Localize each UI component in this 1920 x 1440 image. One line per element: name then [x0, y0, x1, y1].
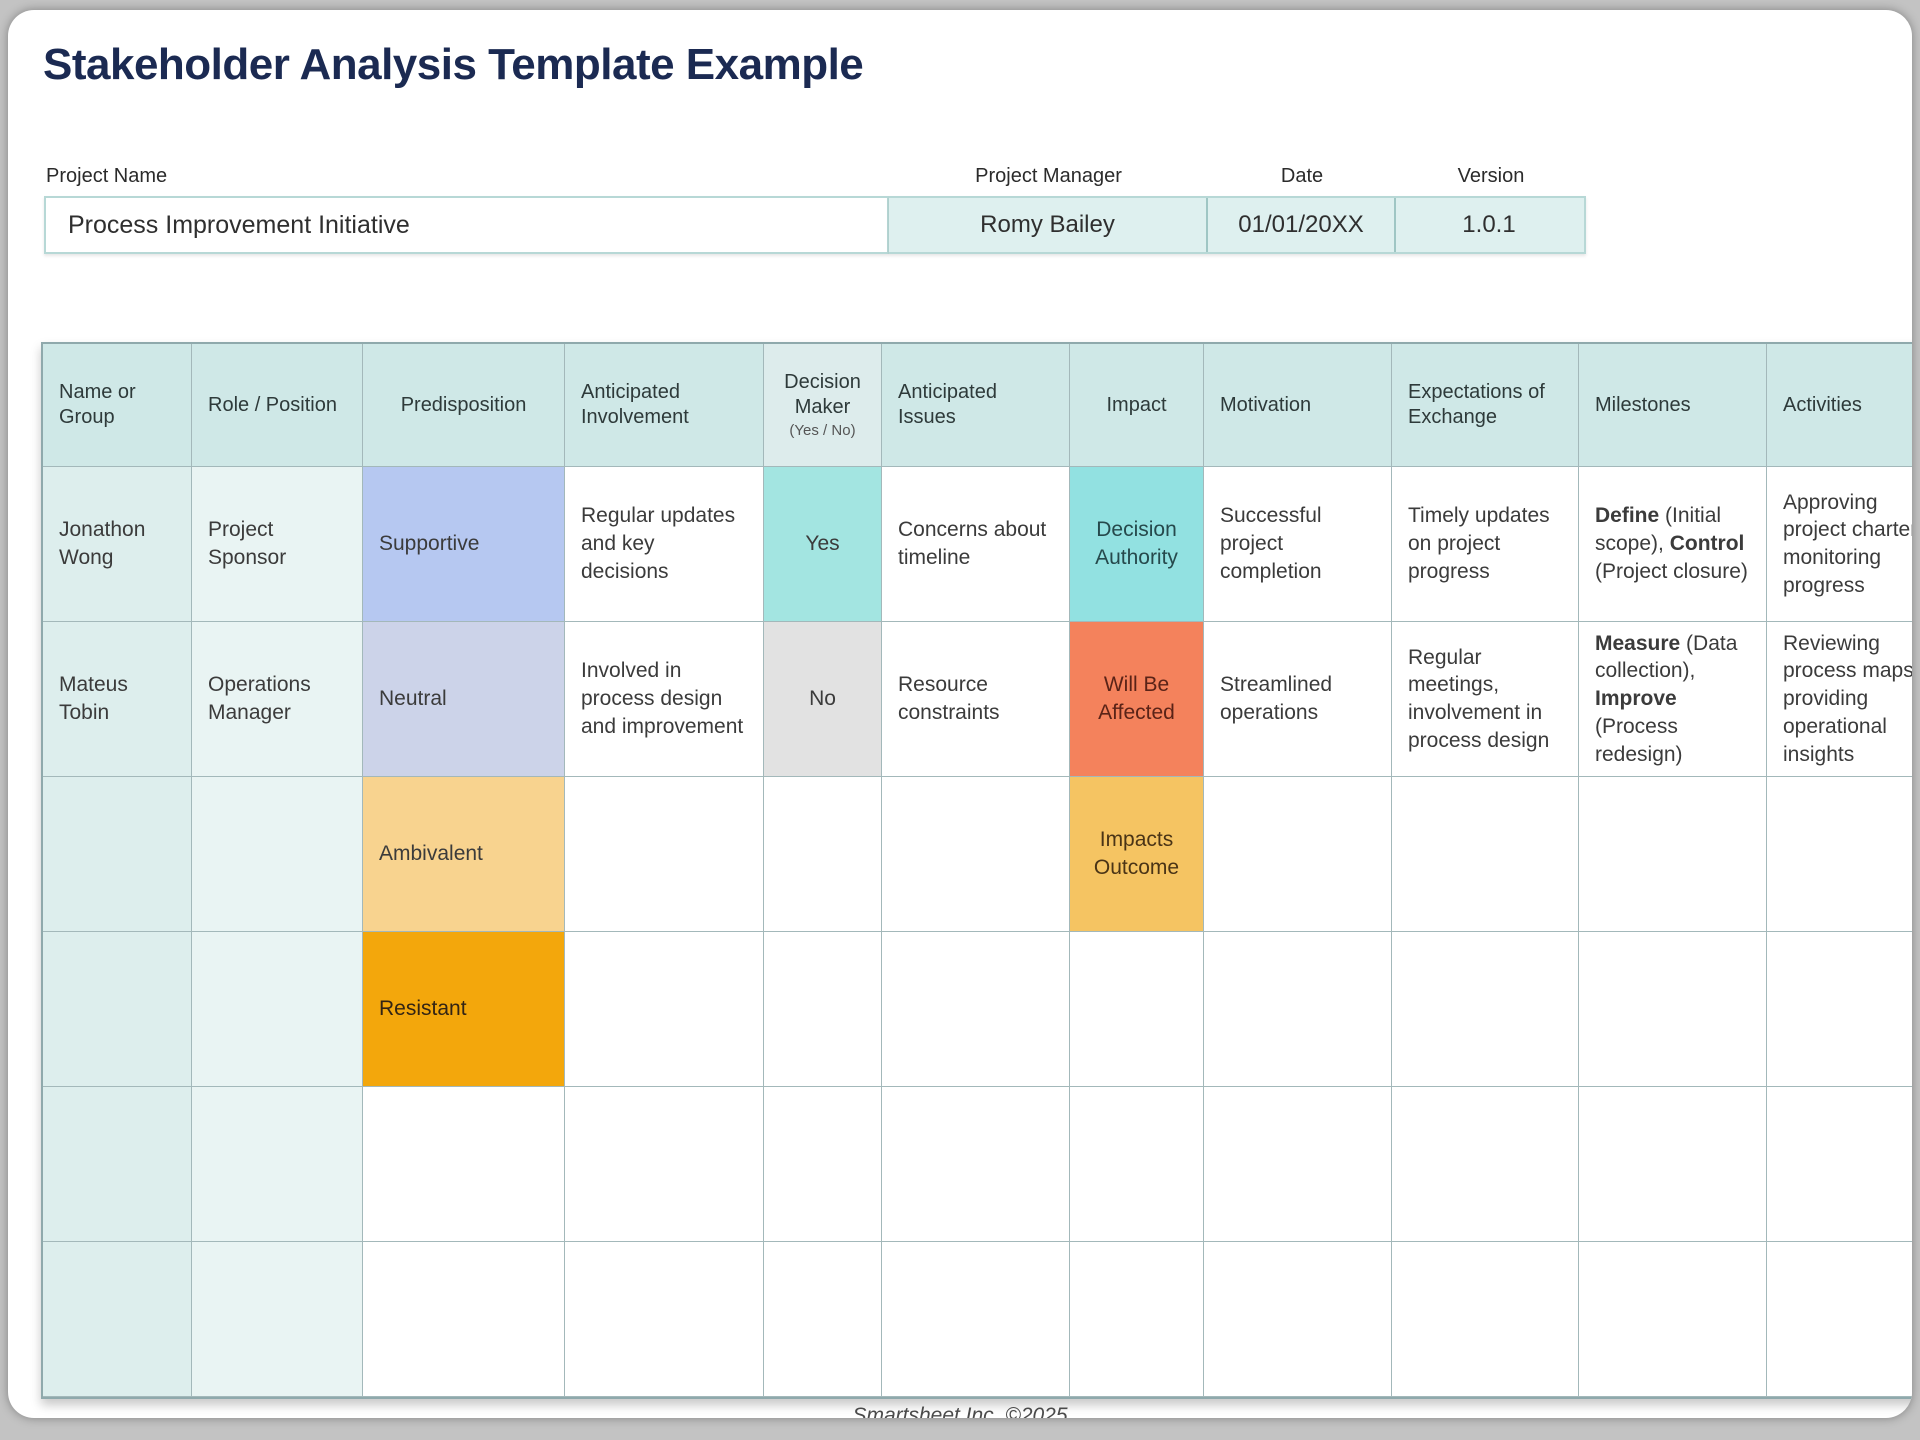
table-cell: Mateus Tobin: [43, 622, 192, 777]
table-cell: [882, 777, 1070, 932]
table-cell: [1767, 1242, 1912, 1397]
table-row: Ambivalent Impacts Outcome: [43, 777, 1912, 932]
table-cell: [1204, 777, 1392, 932]
table-cell: [43, 1242, 192, 1397]
table-cell: Decision Authority: [1070, 467, 1204, 622]
table-cell: [192, 777, 363, 932]
table-cell: [1579, 1242, 1767, 1397]
table-cell: [1392, 1242, 1579, 1397]
table-cell: Measure (Data collection), Improve (Proc…: [1579, 622, 1767, 777]
table-cell: [1392, 777, 1579, 932]
table-cell: [363, 1242, 565, 1397]
table-cell: [192, 932, 363, 1087]
table-cell: [882, 932, 1070, 1087]
table-cell: No: [764, 622, 882, 777]
header-cell: Impact: [1070, 344, 1204, 467]
version-field: 1.0.1: [1394, 198, 1582, 252]
table-cell: Approving project charter, monitoring pr…: [1767, 467, 1912, 622]
project-manager-label: Project Manager: [975, 165, 1122, 187]
table-cell: Operations Manager: [192, 622, 363, 777]
project-manager-field: Romy Bailey: [980, 211, 1115, 238]
table-cell: Yes: [764, 467, 882, 622]
date-label: Date: [1280, 165, 1324, 187]
table-cell: Regular meetings, involvement in process…: [1392, 622, 1579, 777]
table-cell: [882, 1087, 1070, 1242]
table-cell: [1204, 932, 1392, 1087]
table-cell: Neutral: [363, 622, 565, 777]
table-cell: [764, 1087, 882, 1242]
header-cell: Anticipated Involvement: [565, 344, 764, 467]
table-cell: Resistant: [363, 932, 565, 1087]
table-cell: [1392, 1087, 1579, 1242]
table-cell: [565, 1242, 764, 1397]
table-cell: [565, 932, 764, 1087]
table-cell: Reviewing process maps providing operati…: [1767, 622, 1912, 777]
table-cell: [1070, 1242, 1204, 1397]
date-field: 01/01/20XX: [1206, 198, 1394, 252]
table-cell: Regular updates and key decisions: [565, 467, 764, 622]
table-cell: [1579, 1087, 1767, 1242]
table-cell: [1767, 777, 1912, 932]
table-row: [43, 1087, 1912, 1242]
table-cell: Will Be Affected: [1070, 622, 1204, 777]
table-cell: [1070, 1087, 1204, 1242]
project-info-strip: Romy Bailey 01/01/20XX 1.0.1: [889, 196, 1586, 254]
header-cell: Activities: [1767, 344, 1912, 467]
table-cell: Involved in process design and improveme…: [565, 622, 764, 777]
table-cell: [1070, 932, 1204, 1087]
header-cell: Anticipated Issues: [882, 344, 1070, 467]
table-cell: [764, 932, 882, 1087]
table-cell: Concerns about timeline: [882, 467, 1070, 622]
table-cell: Streamlined operations: [1204, 622, 1392, 777]
table-cell: [1767, 932, 1912, 1087]
table-cell: [43, 1087, 192, 1242]
table-cell: [1767, 1087, 1912, 1242]
table-cell: [882, 1242, 1070, 1397]
table-cell: [192, 1087, 363, 1242]
table-cell: Resource constraints: [882, 622, 1070, 777]
header-cell: Name or Group: [43, 344, 192, 467]
table-cell: [565, 1087, 764, 1242]
table-cell: Jonathon Wong: [43, 467, 192, 622]
project-name-field: Process Improvement Initiative: [44, 196, 889, 254]
table-cell: [43, 777, 192, 932]
table-cell: Supportive: [363, 467, 565, 622]
table-cell: [43, 932, 192, 1087]
header-cell: Expectations of Exchange: [1392, 344, 1579, 467]
header-cell: Motivation: [1204, 344, 1392, 467]
table-cell: [565, 777, 764, 932]
table-cell: [1579, 777, 1767, 932]
table-cell: Impacts Outcome: [1070, 777, 1204, 932]
table-cell: [1204, 1087, 1392, 1242]
table-row: Resistant: [43, 932, 1912, 1087]
template-card: Stakeholder Analysis Template Example Pr…: [8, 10, 1912, 1418]
project-name-label: Project Name: [46, 165, 168, 187]
table-cell: Timely updates on project progress: [1392, 467, 1579, 622]
table-cell: [192, 1242, 363, 1397]
table-cell: [1579, 932, 1767, 1087]
table-cell: Ambivalent: [363, 777, 565, 932]
header-cell: Predisposition: [363, 344, 565, 467]
table-cell: Successful project completion: [1204, 467, 1392, 622]
table-cell: [1392, 932, 1579, 1087]
version-label: Version: [1457, 165, 1525, 187]
table-cell: [1204, 1242, 1392, 1397]
table-cell: Define (Initial scope), Control (Project…: [1579, 467, 1767, 622]
table-cell: Project Sponsor: [192, 467, 363, 622]
table-cell: [764, 1242, 882, 1397]
table-row: [43, 1242, 1912, 1397]
page-title: Stakeholder Analysis Template Example: [43, 40, 864, 89]
header-cell: Milestones: [1579, 344, 1767, 467]
table-cell: [764, 777, 882, 932]
footer-credit: Smartsheet Inc. ©2025: [852, 1404, 1068, 1418]
table-cell: [363, 1087, 565, 1242]
header-cell: Decision Maker(Yes / No): [764, 344, 882, 467]
header-cell: Role / Position: [192, 344, 363, 467]
